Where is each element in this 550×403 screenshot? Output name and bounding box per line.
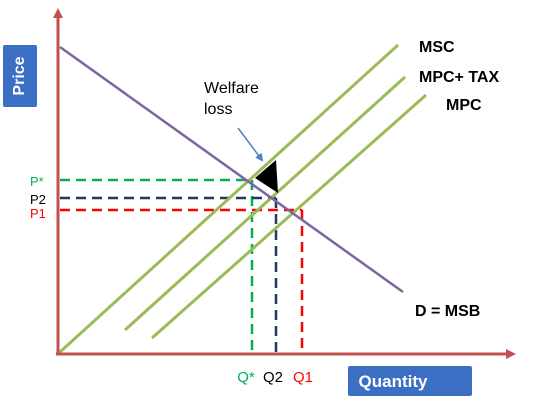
welfare-loss-triangle (255, 160, 278, 193)
x-axis-title-box (348, 366, 472, 396)
price-label-p1: P1 (30, 206, 46, 221)
mpc-label: MPC (446, 97, 482, 114)
demand-label: D = MSB (415, 303, 480, 320)
quantity-label-q-star: Q* (237, 369, 255, 386)
y-axis-title-box (3, 45, 37, 107)
quantity-label-q1: Q1 (293, 369, 313, 386)
welfare-loss-arrow (237, 127, 264, 162)
msc-label: MSC (419, 39, 455, 56)
msc-curve (58, 43, 400, 354)
mpc-tax-curve (123, 75, 407, 332)
price-label-p-star: P* (30, 174, 44, 189)
y-axis-title: Price (11, 56, 28, 95)
x-axis-title: Quantity (359, 372, 428, 391)
demand-curve (59, 45, 404, 294)
welfare-loss-label-line2: loss (204, 101, 232, 118)
quantity-label-q2: Q2 (263, 369, 283, 386)
price-label-p2: P2 (30, 192, 46, 207)
mpc-tax-label: MPC+ TAX (419, 69, 499, 86)
welfare-loss-label-line1: Welfare (204, 80, 259, 97)
mpc-curve (151, 93, 427, 340)
